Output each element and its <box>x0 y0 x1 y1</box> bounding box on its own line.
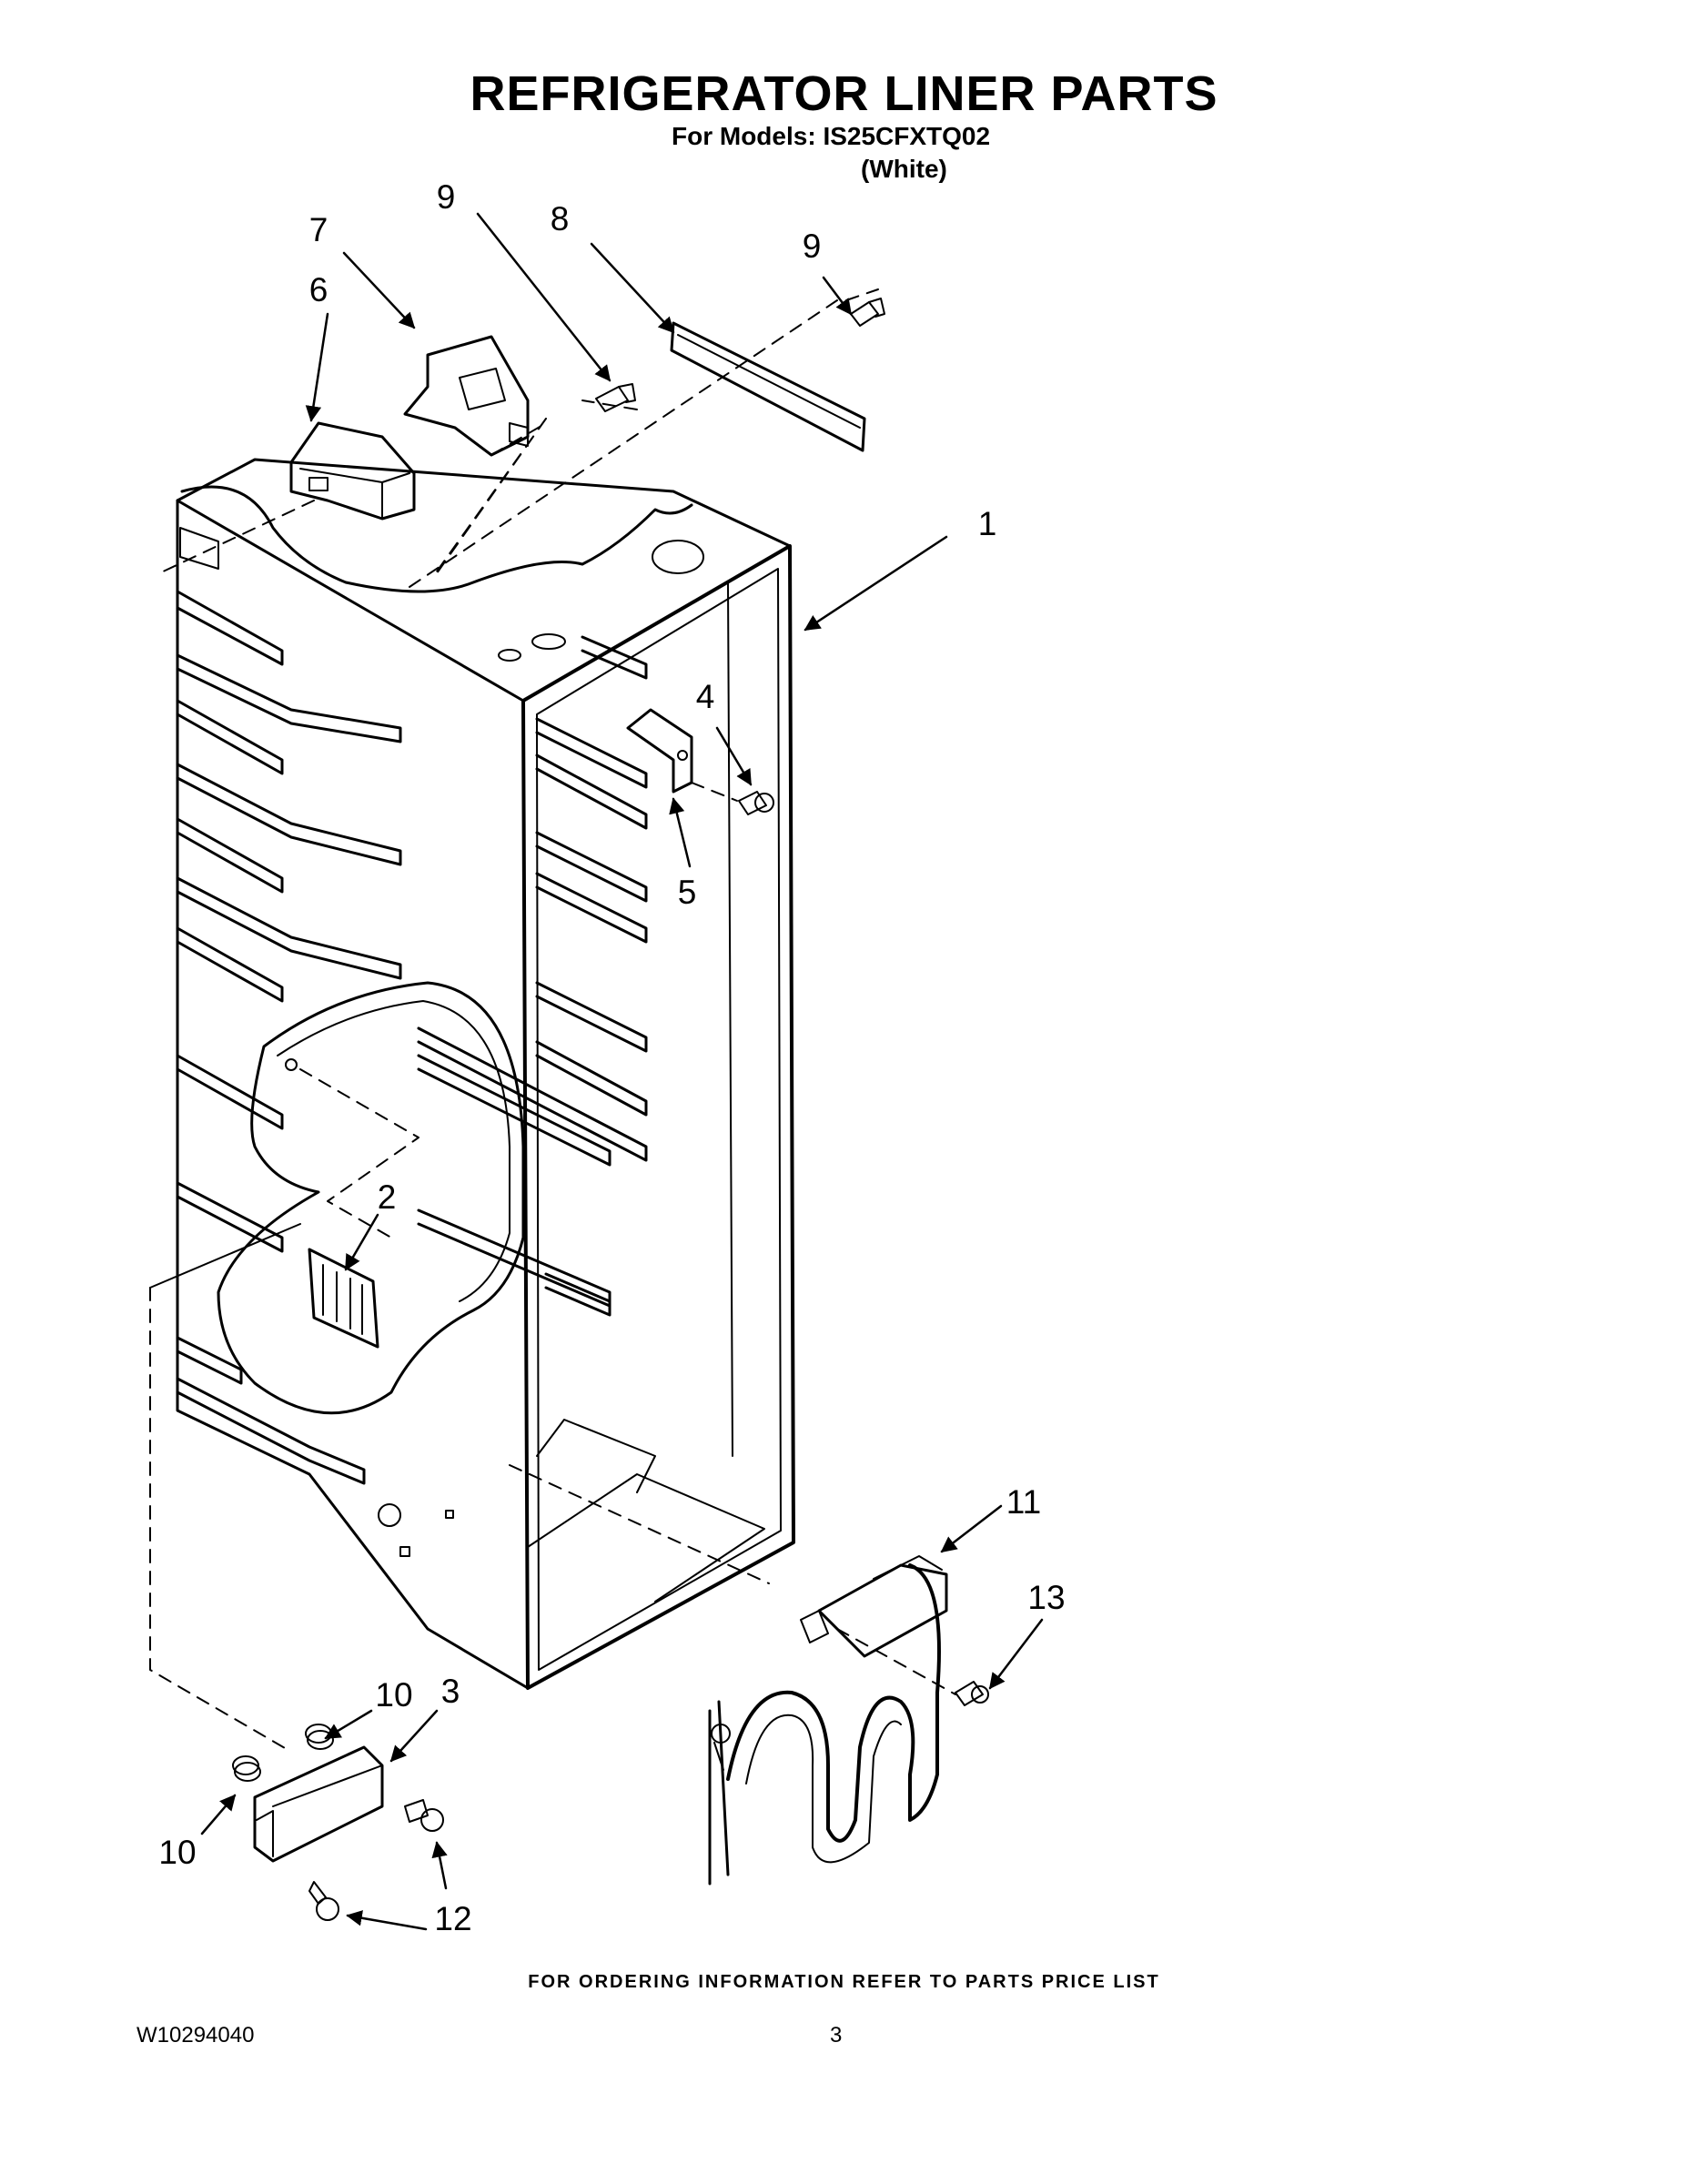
callout-9-left: 9 <box>436 178 456 216</box>
ordering-information-note: FOR ORDERING INFORMATION REFER TO PARTS … <box>528 1972 1160 1992</box>
part-10-grommet-lower <box>232 1755 261 1782</box>
callout-6: 6 <box>308 271 329 308</box>
callout-13: 13 <box>1027 1579 1066 1616</box>
page-number: 3 <box>830 2023 843 2048</box>
models-line: For Models: IS25CFXTQ02 <box>672 122 991 150</box>
callout-5: 5 <box>677 874 697 911</box>
part-9-screw-right <box>850 298 885 327</box>
callout-3: 3 <box>440 1673 460 1710</box>
assembly-dashed-lines <box>149 288 956 1753</box>
callout-7: 7 <box>308 211 329 248</box>
part-11-evaporator-coil <box>708 1555 948 1886</box>
part-6-light-housing <box>289 421 416 521</box>
callout-1: 1 <box>977 505 997 542</box>
page-title: REFRIGERATOR LINER PARTS <box>470 66 1218 121</box>
part-9-screw-left <box>595 383 636 412</box>
callout-10-lower: 10 <box>158 1834 197 1871</box>
callout-arrows <box>200 212 1044 1931</box>
part-7-bracket <box>403 335 530 457</box>
callout-4: 4 <box>695 678 715 715</box>
callout-8: 8 <box>550 200 570 238</box>
callout-12: 12 <box>434 1900 472 1937</box>
liner-cabinet <box>176 458 795 1690</box>
part-5-bracket <box>626 708 693 794</box>
part-12-screw-right <box>404 1799 444 1832</box>
part-12-screw-left <box>308 1881 339 1921</box>
part-8-trim-strip <box>670 321 866 452</box>
callout-10-upper: 10 <box>375 1676 413 1714</box>
part-3-housing <box>253 1745 384 1863</box>
callout-11: 11 <box>1006 1483 1042 1521</box>
callout-9-right: 9 <box>802 228 822 265</box>
part-13-screw <box>955 1681 989 1706</box>
model-variant: (White) <box>861 155 947 183</box>
part-2-grille <box>308 1248 379 1349</box>
leader-line-3 <box>149 1223 301 1289</box>
document-number: W10294040 <box>136 2023 255 2048</box>
part-4-screw <box>738 791 774 815</box>
callout-2: 2 <box>377 1178 397 1216</box>
